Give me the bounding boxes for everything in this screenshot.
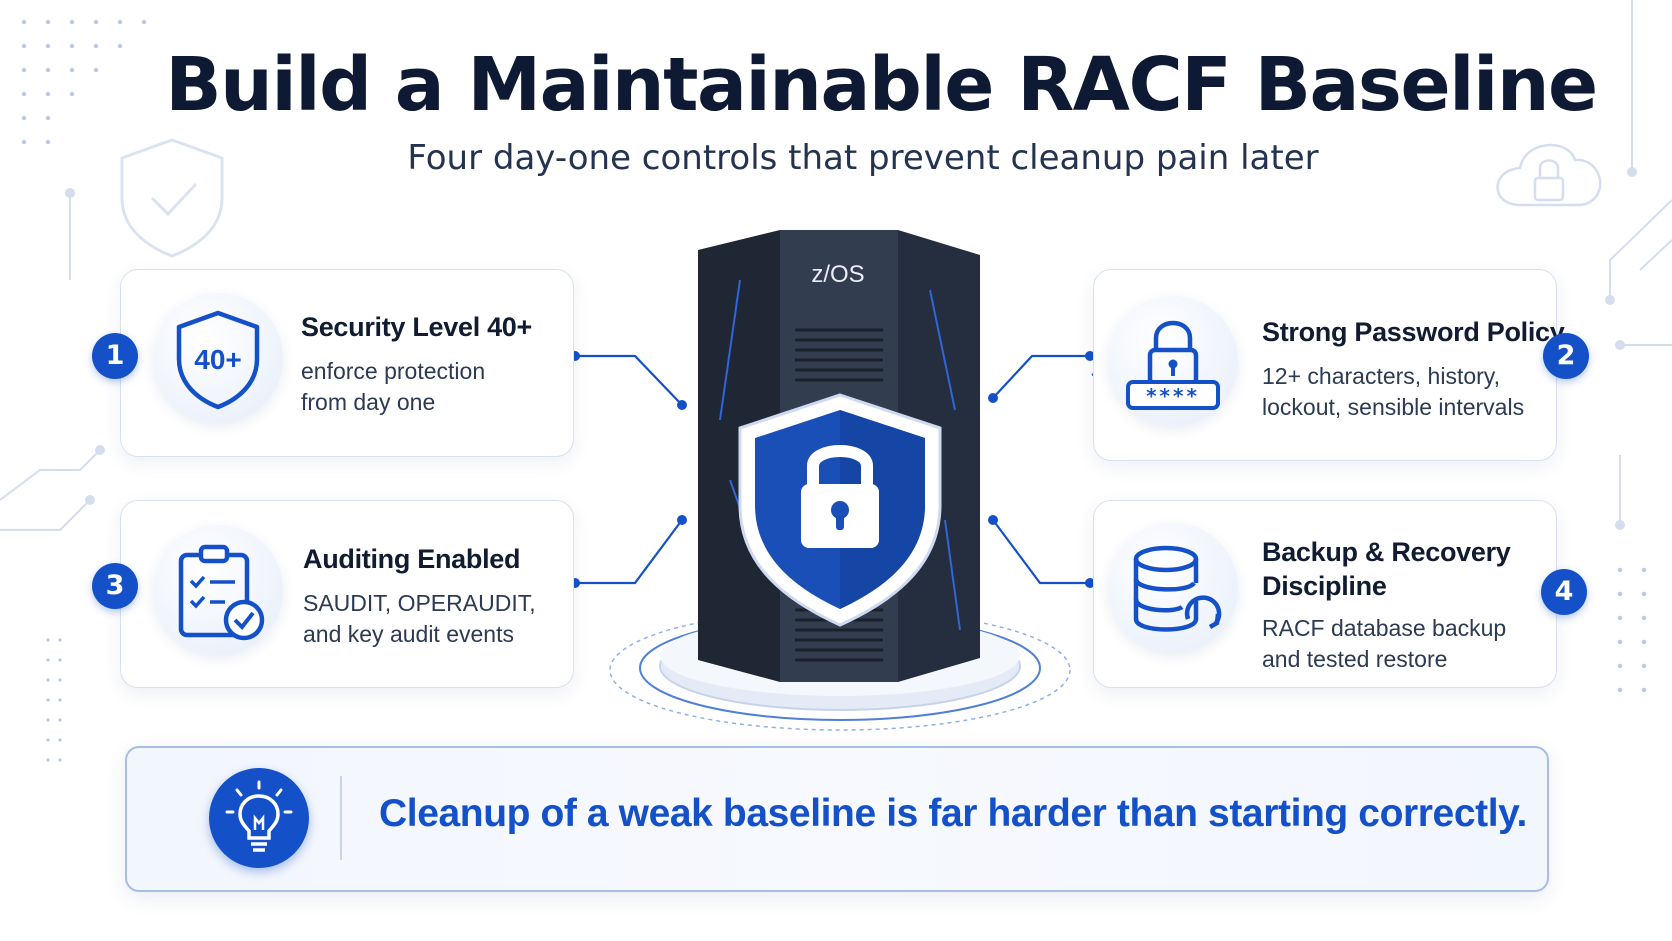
control-title: Backup & Recovery (1262, 537, 1511, 567)
control-desc-line: lockout, sensible intervals (1262, 394, 1525, 420)
control-title: Security Level 40+ (301, 312, 532, 342)
control-desc-line: SAUDIT, OPERAUDIT, (303, 590, 536, 616)
clipboard-check-icon (178, 544, 265, 641)
banner-divider (340, 776, 342, 860)
control-card-auditing: Auditing Enabled SAUDIT, OPERAUDIT, and … (120, 500, 574, 688)
shield-lock-icon (738, 393, 942, 627)
control-desc-line: and key audit events (303, 621, 514, 647)
icon-circle: 40+ (153, 293, 283, 423)
lightbulb-icon (209, 768, 309, 868)
control-card-password-policy: **** Strong Password Policy 12+ characte… (1093, 269, 1565, 461)
control-desc-line: enforce protection (301, 358, 486, 384)
control-desc-line: RACF database backup (1262, 615, 1507, 641)
icon-circle (1108, 523, 1238, 653)
step-badge-3: 3 (92, 563, 138, 609)
icon-circle: **** (1108, 296, 1238, 426)
control-desc-line: from day one (301, 389, 436, 415)
control-title: Auditing Enabled (303, 544, 521, 574)
lock-password-icon: **** (1126, 320, 1220, 410)
takeaway-text: Cleanup of a weak baseline is far harder… (379, 792, 1527, 835)
control-title: Strong Password Policy (1262, 317, 1565, 347)
step-badge-1: 1 (92, 333, 138, 379)
step-badge-4: 4 (1541, 569, 1587, 615)
password-mask-text: **** (1146, 384, 1200, 408)
database-restore-icon (1133, 545, 1222, 632)
control-title: Discipline (1262, 571, 1387, 601)
shield-icon-text: 40+ (194, 344, 242, 375)
page-subtitle: Four day-one controls that prevent clean… (407, 138, 1319, 178)
step-badge-2: 2 (1543, 333, 1589, 379)
takeaway-banner: Cleanup of a weak baseline is far harder… (125, 746, 1549, 892)
control-desc-line: and tested restore (1262, 646, 1448, 672)
shield-40-icon: 40+ (176, 310, 260, 410)
control-card-security-level: 40+ Security Level 40+ enforce protectio… (120, 269, 574, 457)
icon-circle (153, 525, 283, 655)
control-desc-line: 12+ characters, history, (1262, 363, 1500, 389)
zos-server-illustration: z/OS (609, 230, 1071, 731)
server-label: z/OS (811, 261, 864, 288)
page-title: Build a Maintainable RACF Baseline (165, 42, 1598, 128)
control-card-backup-recovery: Backup & Recovery Discipline RACF databa… (1093, 500, 1557, 688)
